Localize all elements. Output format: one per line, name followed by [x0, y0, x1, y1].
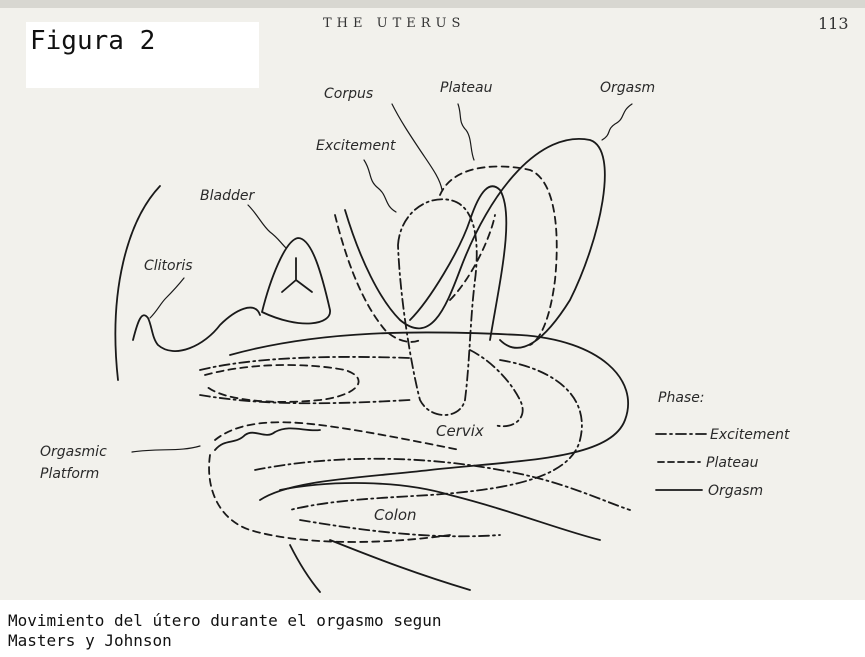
plateau-inner: [450, 215, 495, 300]
uterus-orgasm-body: [410, 186, 506, 340]
caption-line-1: Movimiento del útero durante el orgasmo …: [8, 611, 441, 631]
label-bladder: Bladder: [200, 188, 255, 204]
legend-label-plateau: Plateau: [706, 455, 759, 471]
colon-outline: [280, 483, 600, 540]
clitoris-outline: [133, 308, 260, 352]
label-plateau: Plateau: [440, 80, 493, 96]
leader-plateau: [458, 104, 474, 160]
lower-wall-dashed: [209, 455, 450, 542]
leader-clitoris: [150, 278, 184, 318]
colon-lower-2: [330, 540, 470, 590]
label-corpus: Corpus: [324, 86, 373, 102]
posterior-wall-solid: [230, 332, 628, 500]
caption: Movimiento del útero durante el orgasmo …: [8, 611, 441, 651]
body-contour-left: [115, 186, 160, 380]
label-orgasmic: Orgasmic: [40, 444, 107, 460]
vaginal-wall-dashed: [205, 365, 359, 402]
label-cervix: Cervix: [436, 422, 484, 440]
legend-label-excitement: Excitement: [710, 427, 790, 443]
leader-corpus: [392, 104, 442, 190]
leader-orgasm: [602, 104, 632, 140]
orgasmic-platform-dashed: [215, 422, 460, 450]
bladder-inner: [282, 258, 312, 292]
uterus-orgasm-outline: [345, 139, 605, 348]
leader-bladder: [248, 205, 286, 248]
label-colon: Colon: [374, 506, 417, 524]
label-orgasm: Orgasm: [600, 80, 655, 96]
leader-excitement: [364, 160, 396, 212]
excitement-cervix-loop: [470, 350, 523, 426]
uterus-diagram: Corpus Plateau Orgasm Excitement Bladder…: [0, 0, 865, 600]
label-platform: Platform: [40, 466, 99, 482]
label-clitoris: Clitoris: [144, 258, 193, 274]
plateau-canal: [335, 215, 420, 342]
label-excitement: Excitement: [316, 138, 396, 154]
colon-lower: [290, 545, 320, 592]
excitement-vagina: [200, 357, 410, 370]
legend-label-orgasm: Orgasm: [708, 483, 763, 499]
caption-line-2: Masters y Johnson: [8, 631, 441, 651]
leader-orgasmic-platform: [132, 446, 200, 452]
legend-title: Phase:: [658, 390, 705, 406]
